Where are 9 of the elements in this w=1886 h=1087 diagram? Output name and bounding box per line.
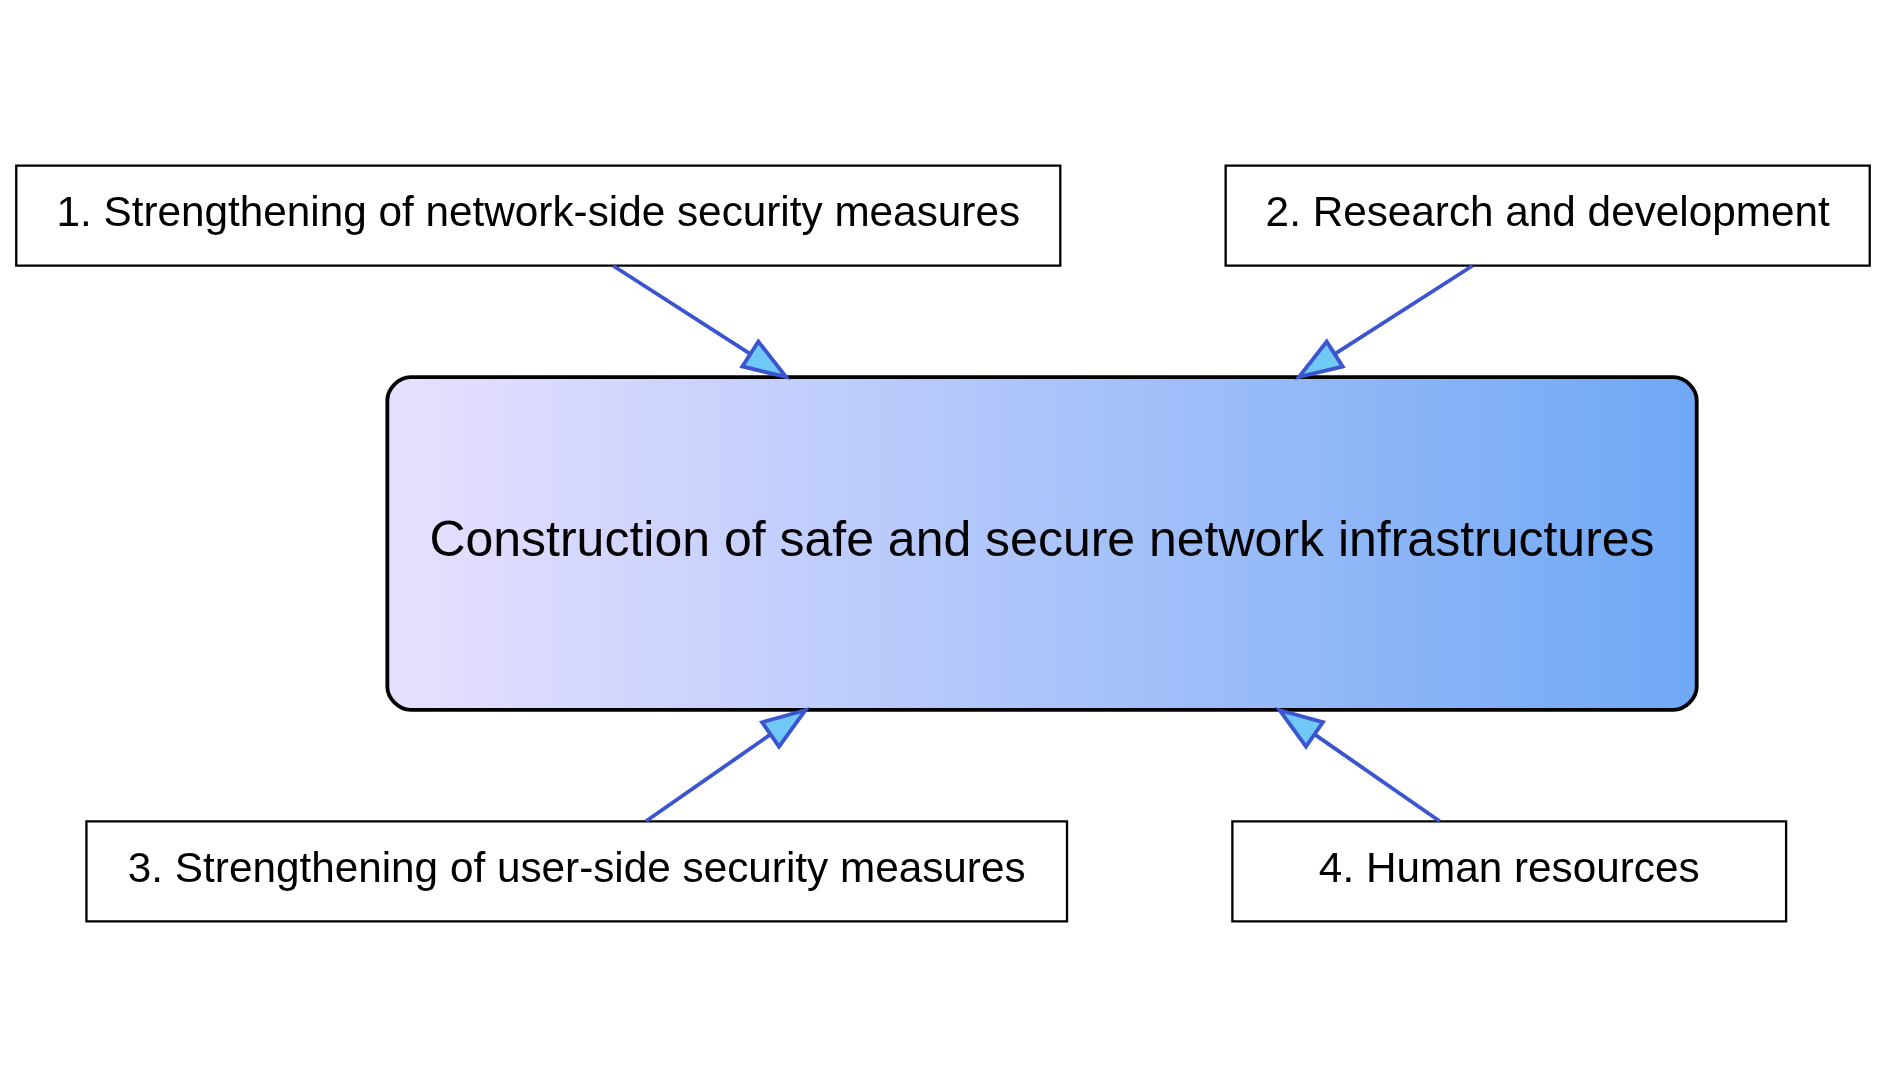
arrow [1294,264,1474,381]
node-box: 2. Research and development [1224,164,1871,267]
node-box: Construction of safe and secure network infrastructures [385,375,1699,712]
arrow [1274,706,1441,823]
arrow [612,264,791,381]
node-box: 3. Strengthening of user-side security measures [85,820,1069,923]
arrow [644,706,811,823]
node-box: 4. Human resources [1231,820,1788,923]
node-box: 1. Strengthening of network-side security measures [15,164,1062,267]
